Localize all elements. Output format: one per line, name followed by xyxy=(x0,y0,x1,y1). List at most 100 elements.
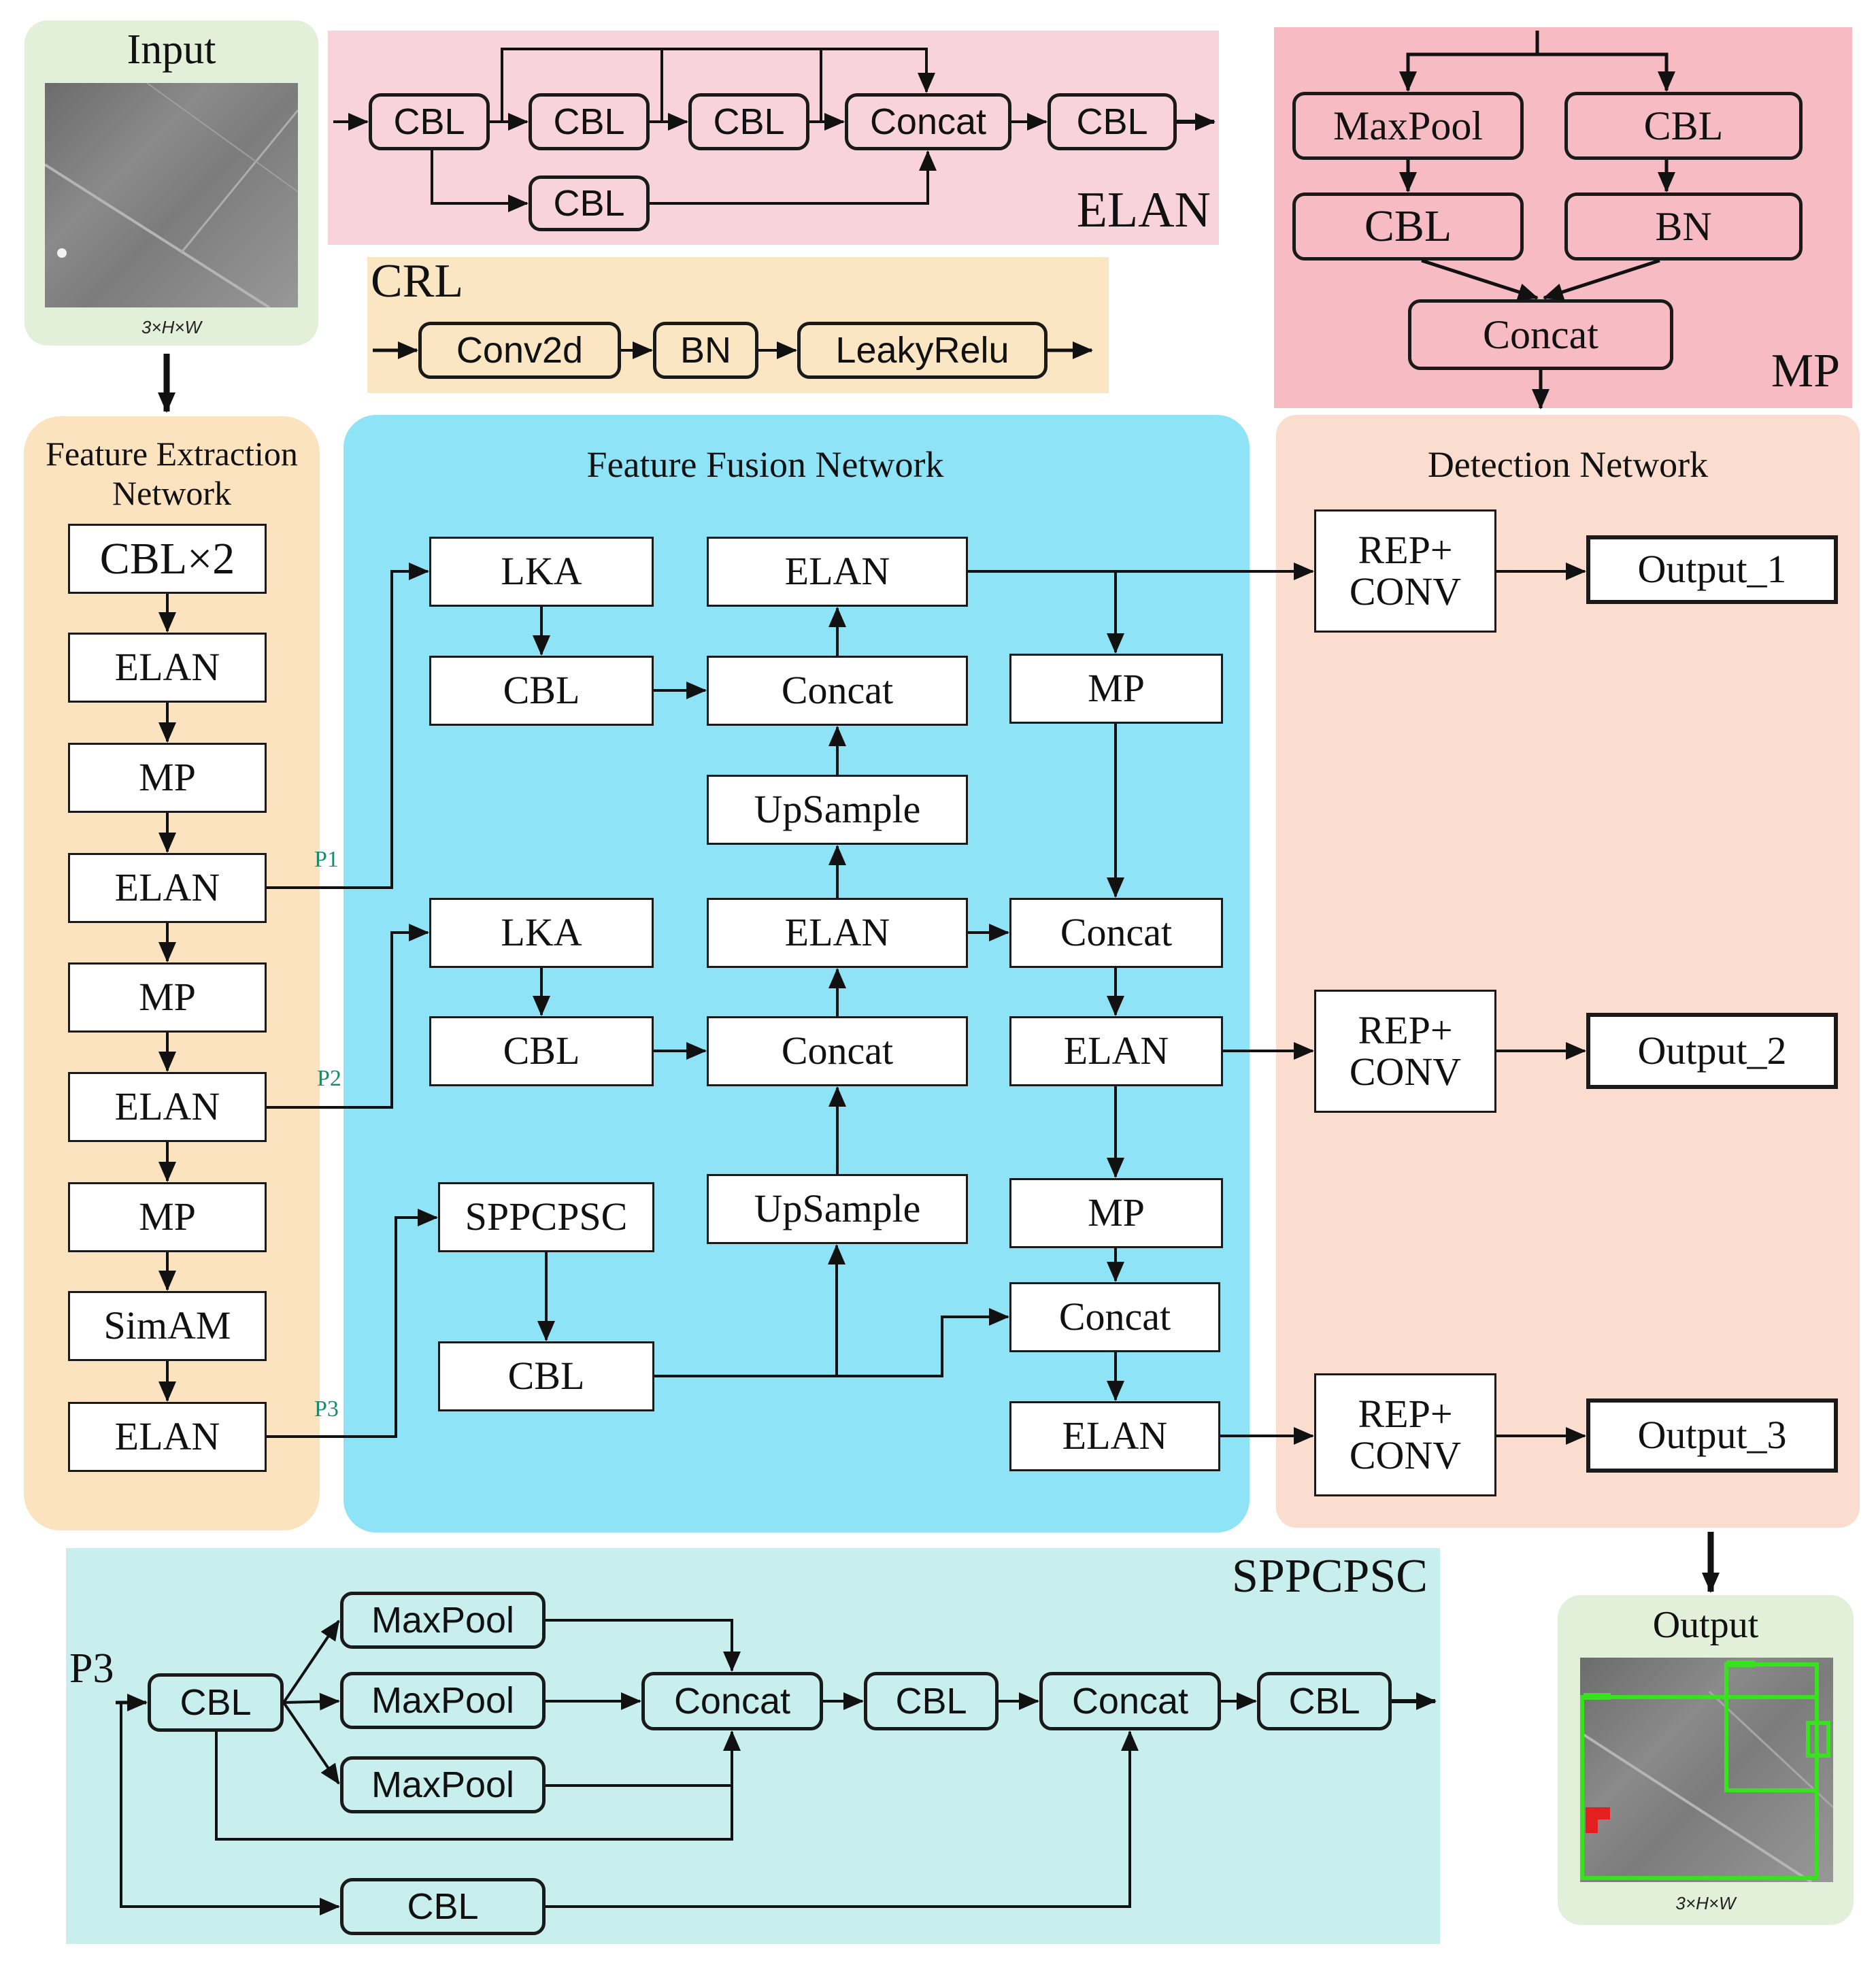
neck-lka-top: LKA xyxy=(429,537,654,607)
sppcpsc-input-label: P3 xyxy=(69,1645,114,1692)
crl-leakyrelu: LeakyRelu xyxy=(797,322,1048,379)
neck-elan-bottom: ELAN xyxy=(1009,1401,1220,1471)
elan-panel: ELAN CBL CBL CBL Concat CBL CBL xyxy=(328,31,1219,245)
input-title: Input xyxy=(127,27,216,73)
sppcpsc-panel: SPPCPSC CBL MaxPool MaxPool MaxPool Conc… xyxy=(66,1548,1440,1944)
elan-branch-down xyxy=(431,150,529,212)
output-1-box: Output_1 xyxy=(1586,535,1838,604)
elan-detail-cbl-branch: CBL xyxy=(529,175,650,231)
input-panel: Input 3×H×W xyxy=(24,20,318,346)
neck-cbl-top: CBL xyxy=(429,656,654,726)
backbone-elan-p1: ELAN xyxy=(68,853,267,923)
head-rep-conv-3: REP+ CONV xyxy=(1314,1373,1496,1496)
feature-extraction-title: Feature Extraction Network xyxy=(46,435,298,512)
mp-panel: MP MaxPool CBL CBL BN Concat xyxy=(1274,27,1852,408)
elan-detail-cbl-out: CBL xyxy=(1048,93,1177,150)
mp-detail-concat: Concat xyxy=(1408,299,1673,370)
neck-mp-top: MP xyxy=(1009,654,1223,724)
input-image-texture xyxy=(44,82,299,309)
detection-title: Detection Network xyxy=(1427,444,1709,485)
elan-detail-cbl-2: CBL xyxy=(529,93,650,150)
spp-cbl-bypass: CBL xyxy=(340,1878,546,1935)
spp-concat-2: Concat xyxy=(1039,1672,1221,1730)
output-caption: 3×H×W xyxy=(1675,1893,1736,1913)
scale-label-p1: P1 xyxy=(314,847,339,872)
feature-fusion-title: Feature Fusion Network xyxy=(586,444,944,485)
neck-mp-bottom: MP xyxy=(1009,1178,1223,1248)
spp-cbl-in: CBL xyxy=(148,1673,284,1732)
output-detections xyxy=(1579,1660,1835,1883)
scale-label-p3: P3 xyxy=(314,1396,339,1422)
backbone-mp-3: MP xyxy=(68,1182,267,1252)
spp-mp3-to-concat xyxy=(546,1730,741,1787)
neck-elan-right-mid: ELAN xyxy=(1009,1016,1223,1086)
crl-conv2d: Conv2d xyxy=(418,322,621,379)
neck-elan-top: ELAN xyxy=(707,537,968,607)
neck-upsample-bottom: UpSample xyxy=(707,1174,968,1244)
elan-detail-cbl-1: CBL xyxy=(369,93,490,150)
spp-maxpool-2: MaxPool xyxy=(340,1672,546,1729)
output-2-box: Output_2 xyxy=(1586,1013,1838,1089)
spp-maxpool-3: MaxPool xyxy=(340,1756,546,1813)
head-rep-conv-2: REP+ CONV xyxy=(1314,990,1496,1113)
backbone-mp-1: MP xyxy=(68,743,267,813)
spp-cbl-out: CBL xyxy=(1257,1672,1392,1730)
neck-concat-right-mid: Concat xyxy=(1009,898,1223,968)
mp-detail-cbl-right: CBL xyxy=(1564,92,1803,160)
backbone-elan-p3: ELAN xyxy=(68,1402,267,1472)
mp-top-stem xyxy=(1399,31,1539,92)
mp-detail-cbl-left: CBL xyxy=(1292,192,1524,261)
neck-upsample-top: UpSample xyxy=(707,775,968,845)
neck-sppcpsc: SPPCPSC xyxy=(438,1182,654,1252)
output-panel: Output 3×H×W xyxy=(1558,1595,1854,1925)
scale-label-p2: P2 xyxy=(317,1066,341,1091)
crl-panel: CRL Conv2d BN LeakyRelu xyxy=(367,255,1109,393)
backbone-elan-p2: ELAN xyxy=(68,1072,267,1142)
crl-bn: BN xyxy=(653,322,758,379)
spp-mp1-to-concat xyxy=(546,1619,741,1672)
neck-concat-top: Concat xyxy=(707,656,968,726)
elan-top-bus xyxy=(501,48,935,122)
spp-cbl-skip xyxy=(215,1732,733,1841)
mp-detail-maxpool: MaxPool xyxy=(1292,92,1524,160)
spp-concat-1: Concat xyxy=(641,1672,823,1730)
neck-concat-mid: Concat xyxy=(707,1016,968,1086)
spp-fan-2 xyxy=(283,1692,340,1711)
neck-lka-mid: LKA xyxy=(429,898,654,968)
output-image xyxy=(1579,1658,1835,1883)
spp-bypass-up xyxy=(546,1730,1139,1908)
spp-maxpool-1: MaxPool xyxy=(340,1592,546,1649)
mp-detail-bn: BN xyxy=(1564,192,1803,261)
output-title: Output xyxy=(1652,1604,1759,1646)
arrow-p3 xyxy=(267,1209,438,1438)
mp-right-merge xyxy=(1543,258,1660,301)
backbone-simam: SimAM xyxy=(68,1291,267,1361)
spp-fan-3 xyxy=(282,1701,340,1785)
elan-detail-concat: Concat xyxy=(845,93,1011,150)
spp-bypass-down xyxy=(120,1703,340,1915)
mp-top-right xyxy=(1537,52,1675,92)
elan-branch-up xyxy=(650,150,937,205)
neck-cbl-bottom: CBL xyxy=(438,1341,654,1411)
crl-panel-title: CRL xyxy=(371,255,464,307)
neck-concat-bottom: Concat xyxy=(1009,1282,1220,1352)
mp-left-merge xyxy=(1421,258,1539,301)
backbone-mp-2: MP xyxy=(68,962,267,1033)
input-caption: 3×H×W xyxy=(141,317,202,337)
arrow-cbl-bottom-to-concat xyxy=(837,1308,1009,1377)
neck-cbl-mid: CBL xyxy=(429,1016,654,1086)
backbone-elan-1: ELAN xyxy=(68,633,267,703)
head-rep-conv-1: REP+ CONV xyxy=(1314,509,1496,633)
input-image xyxy=(44,82,299,309)
output-3-box: Output_3 xyxy=(1586,1398,1838,1473)
arrow-cbl-bottom-to-upsample xyxy=(654,1244,845,1377)
neck-elan-mid: ELAN xyxy=(707,898,968,968)
backbone-cbl-x2: CBL×2 xyxy=(68,524,267,594)
spp-cbl-mid: CBL xyxy=(864,1672,999,1730)
spp-fan-1 xyxy=(282,1620,340,1704)
mp-panel-title: MP xyxy=(1771,345,1840,397)
elan-detail-cbl-3: CBL xyxy=(688,93,809,150)
elan-panel-title: ELAN xyxy=(1076,182,1211,238)
